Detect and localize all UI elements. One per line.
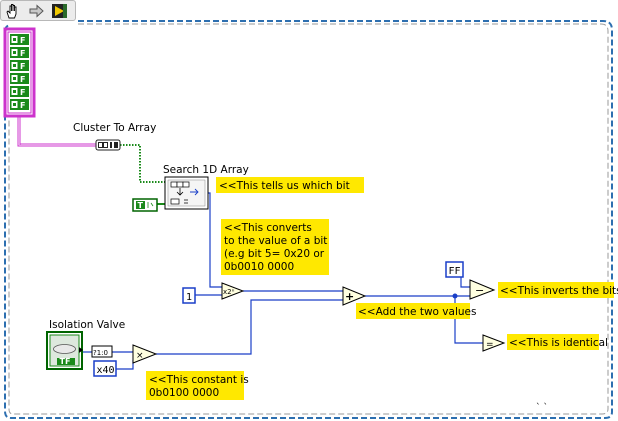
- svg-text:<<This inverts the bits: <<This inverts the bits: [500, 285, 618, 297]
- isolation-valve-label: Isolation Valve: [49, 319, 125, 331]
- svg-text:0b0010 0000: 0b0010 0000: [224, 261, 294, 273]
- svg-text:<<This tells us which bit: <<This tells us which bit: [219, 180, 350, 192]
- svg-text:1: 1: [186, 292, 192, 303]
- index-wire: [208, 192, 222, 288]
- ff-constant[interactable]: FF: [445, 261, 464, 278]
- cluster-to-array-label: Cluster To Array: [73, 122, 156, 134]
- boolean-element[interactable]: F: [10, 86, 29, 97]
- svg-text:<<This constant is: <<This constant is: [149, 374, 249, 386]
- x40-constant[interactable]: x40: [93, 360, 117, 377]
- boolean-element-label: F: [20, 36, 25, 45]
- search-1d-array-label: Search 1D Array: [163, 164, 249, 176]
- boolean-element[interactable]: F: [10, 99, 29, 110]
- svg-text:?1:0: ?1:0: [93, 349, 108, 357]
- comment-add-values: <<Add the two values: [356, 303, 476, 319]
- diagram-toolbar: [0, 0, 76, 21]
- svg-text:−: −: [475, 284, 484, 297]
- comment-identical: <<This is identical: [507, 334, 608, 350]
- true-constant[interactable]: T: [132, 198, 158, 212]
- x40-wire: [116, 360, 134, 370]
- search-1d-array-node[interactable]: [164, 176, 209, 210]
- svg-text:x2ⁿ: x2ⁿ: [223, 288, 235, 296]
- cluster-to-array-node[interactable]: [95, 139, 121, 151]
- subtract-node[interactable]: −: [469, 279, 496, 300]
- boolean-element-label: F: [20, 101, 25, 110]
- svg-text:×: ×: [136, 351, 144, 361]
- comment-inverts: <<This inverts the bits: [498, 282, 618, 298]
- product-wire: [156, 299, 343, 355]
- boolean-element[interactable]: F: [10, 47, 29, 58]
- svg-text:to the value of a bit: to the value of a bit: [224, 235, 327, 247]
- comment-constant: <<This constant is 0b0100 0000: [146, 371, 249, 400]
- boolean-element-label: F: [20, 75, 25, 84]
- svg-text:<<This is identical: <<This is identical: [509, 337, 608, 349]
- boolean-element[interactable]: F: [10, 60, 29, 71]
- add-node[interactable]: +: [342, 286, 367, 306]
- hand-icon[interactable]: [4, 3, 21, 19]
- boolean-element-label: F: [20, 88, 25, 97]
- svg-text:` `: ` `: [536, 402, 548, 413]
- boolean-element-label: F: [20, 62, 25, 71]
- boolean-array-wire[interactable]: [120, 144, 165, 183]
- svg-text:x40: x40: [97, 365, 115, 376]
- bool-to-number-node[interactable]: ?1:0: [91, 345, 113, 358]
- comment-converts: <<This converts to the value of a bit (e…: [221, 219, 329, 275]
- equal-node[interactable]: =: [482, 334, 506, 352]
- one-constant[interactable]: 1: [182, 287, 196, 304]
- svg-text:<<Add the two values: <<Add the two values: [358, 306, 476, 318]
- ff-wire: [460, 277, 470, 288]
- run-icon[interactable]: [51, 3, 68, 19]
- boolean-element[interactable]: F: [10, 73, 29, 84]
- multiply-node[interactable]: ×: [132, 344, 158, 364]
- boolean-element[interactable]: F: [10, 34, 29, 45]
- svg-text:<<This converts: <<This converts: [224, 222, 312, 234]
- power-of-two-node[interactable]: x2ⁿ: [221, 282, 245, 300]
- cluster-wire[interactable]: [17, 116, 96, 147]
- isolation-valve-control[interactable]: TF: [46, 331, 83, 370]
- svg-text:(e.g bit 5= 0x20 or: (e.g bit 5= 0x20 or: [224, 248, 325, 260]
- svg-text:TF: TF: [60, 357, 71, 366]
- boolean-element-label: F: [20, 49, 25, 58]
- comment-which-bit: <<This tells us which bit: [216, 177, 364, 193]
- svg-text:FF: FF: [449, 266, 461, 277]
- svg-text:0b0100 0000: 0b0100 0000: [149, 387, 219, 399]
- svg-text:T: T: [138, 201, 144, 210]
- svg-text:+: +: [345, 290, 354, 303]
- wire-junction: [452, 293, 458, 299]
- svg-text:=: =: [486, 340, 494, 350]
- arrow-right-icon[interactable]: [28, 3, 45, 19]
